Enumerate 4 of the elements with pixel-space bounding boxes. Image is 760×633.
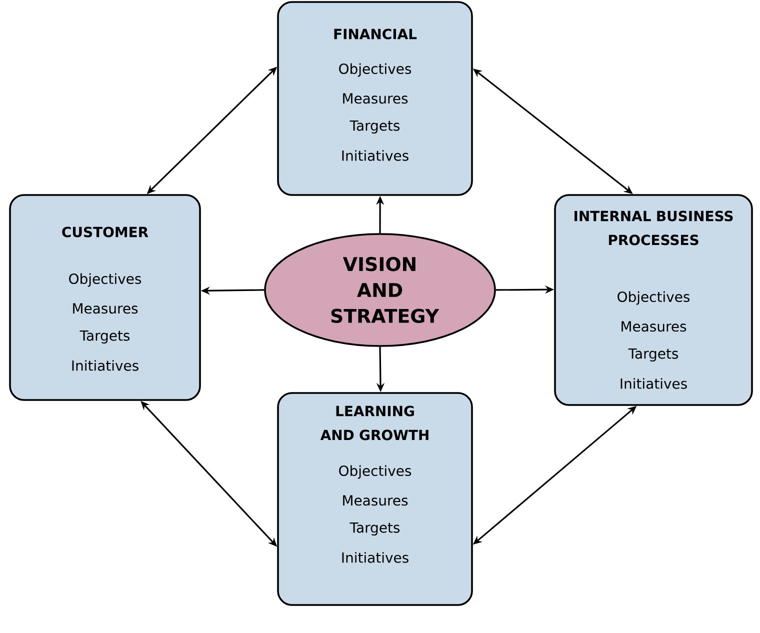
card: INTERNAL BUSINESS PROCESSES Objectives Measures Targets Initiatives <box>554 194 753 406</box>
card: LEARNING AND GROWTH Objectives Measures Targets Initiatives <box>277 392 473 606</box>
card: CUSTOMER Objectives Measures Targets Initiatives <box>9 194 201 401</box>
card: FINANCIAL Objectives Measures Targets Initiatives <box>277 1 473 196</box>
